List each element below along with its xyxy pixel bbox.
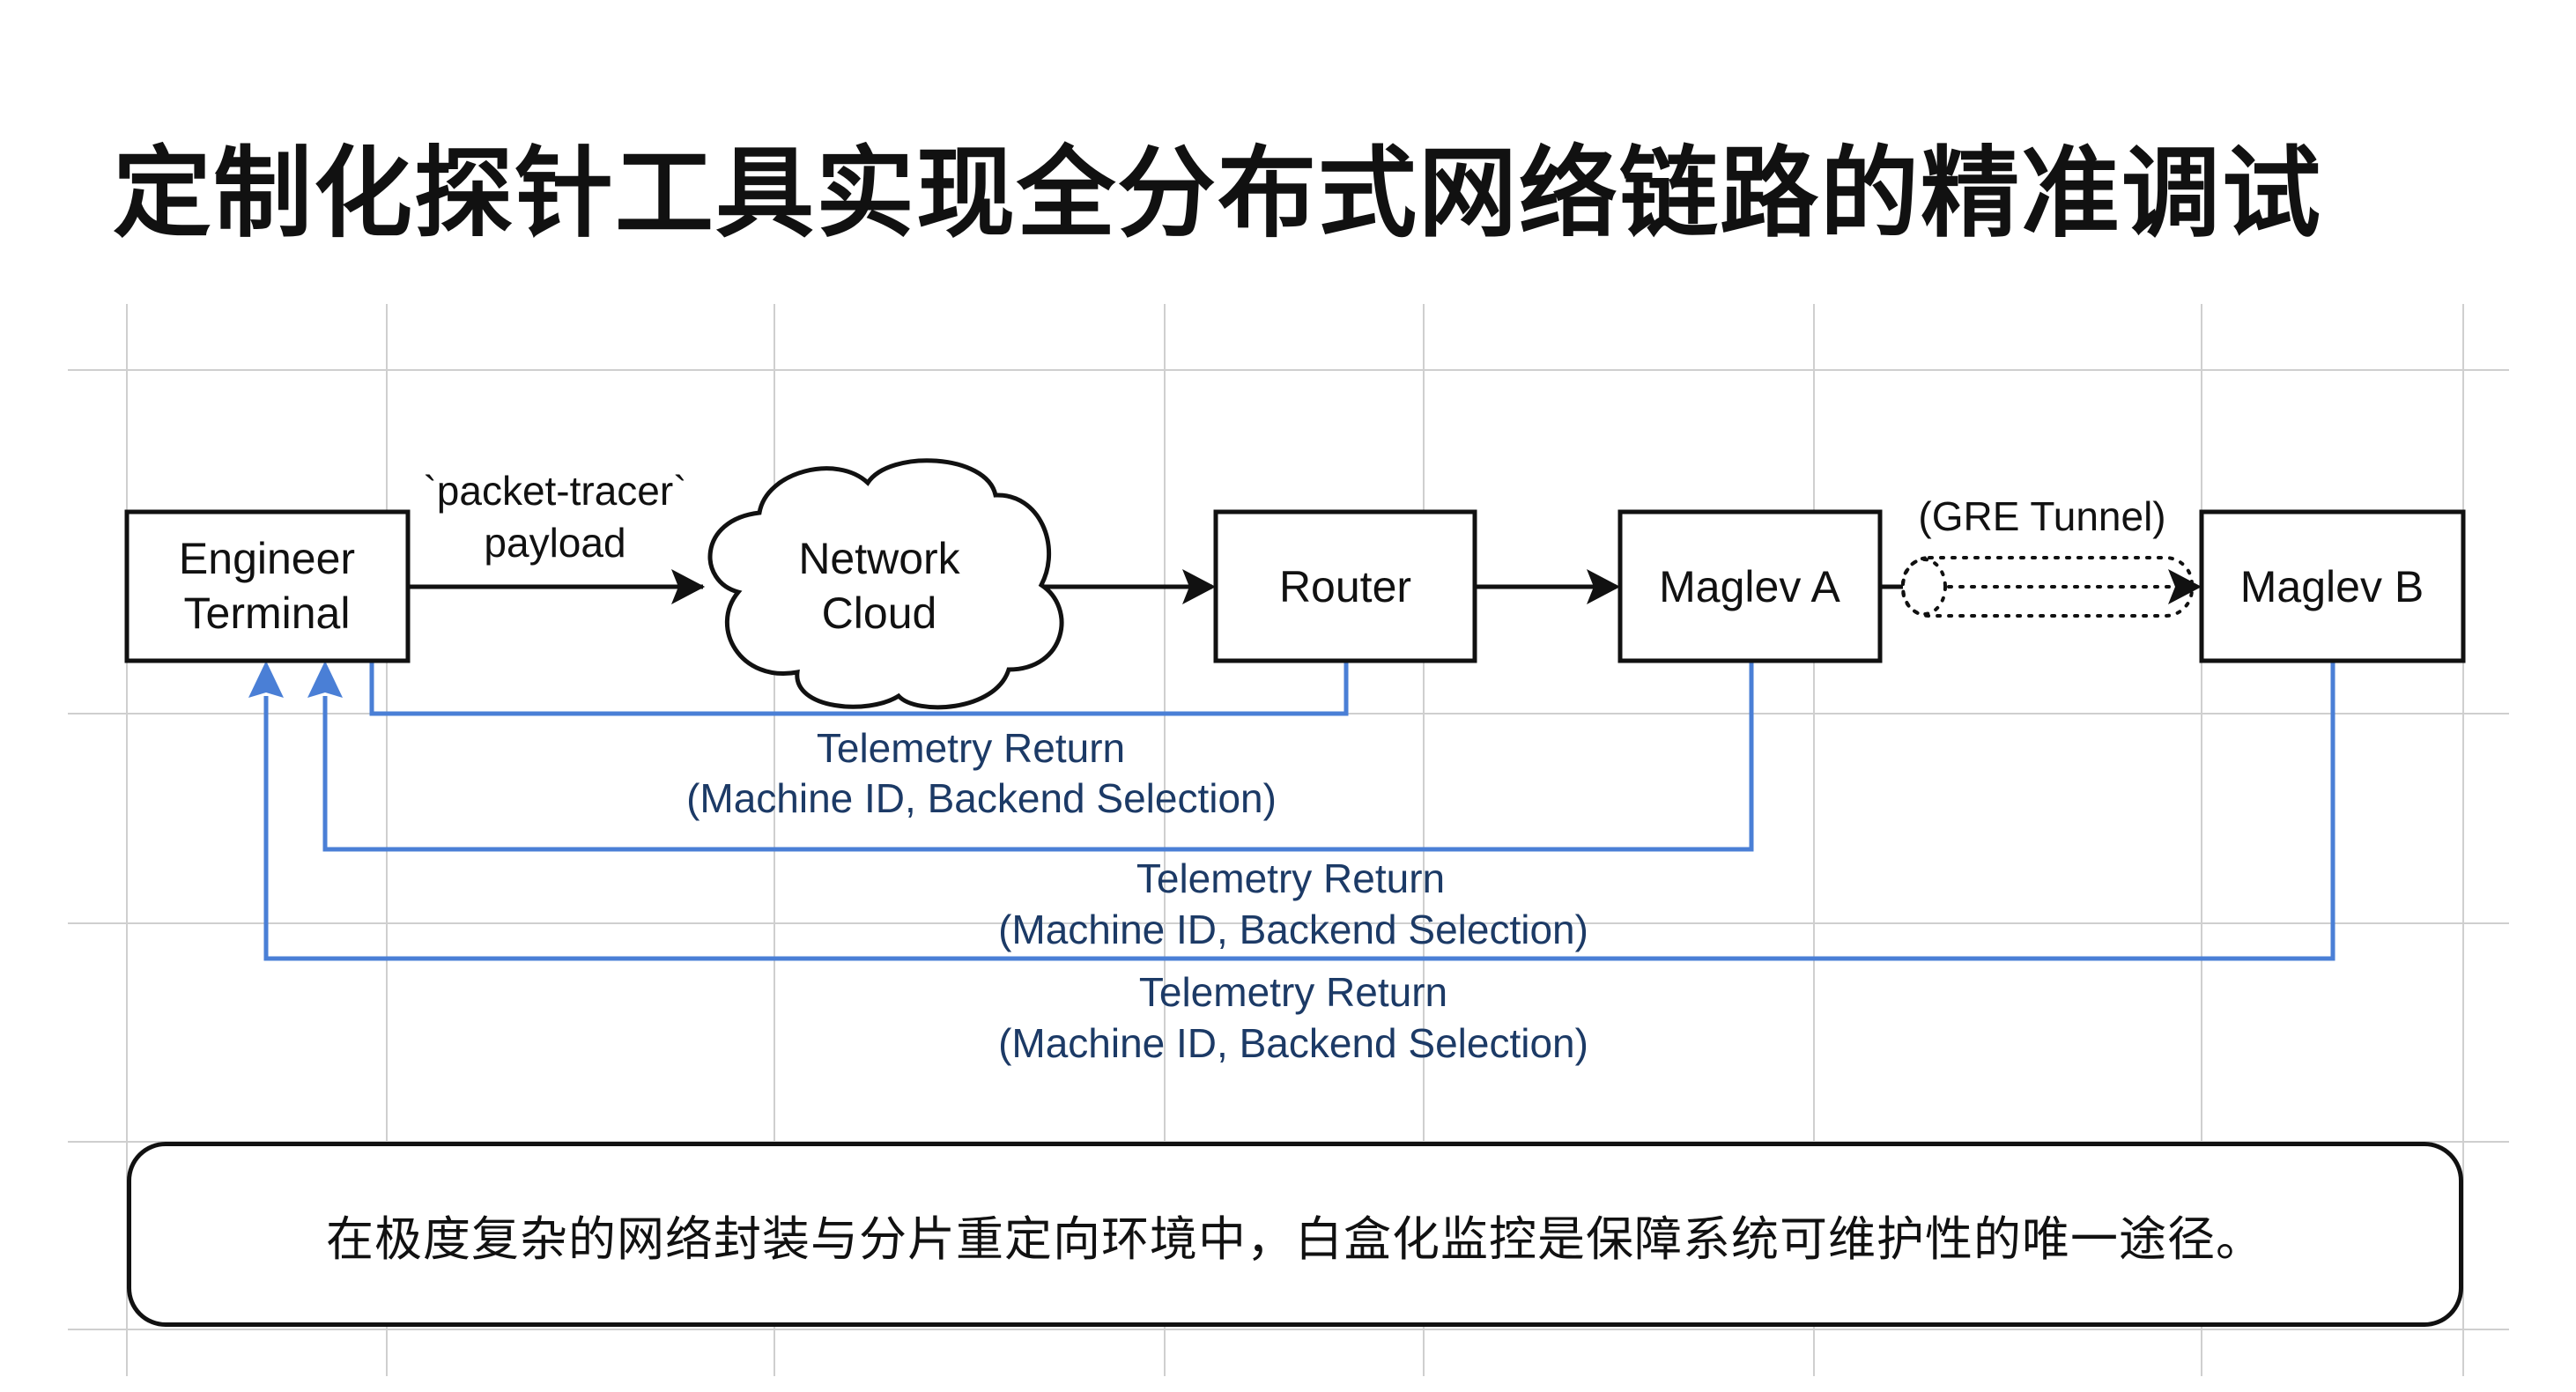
arrowhead-up-icon <box>248 661 284 698</box>
node-label: Engineer <box>179 534 355 583</box>
telemetry-line <box>369 661 1349 716</box>
node-network-cloud[interactable]: Network Cloud <box>707 458 1064 710</box>
node-maglev-b[interactable]: Maglev B <box>2199 509 2466 663</box>
telemetry-label-line2: (Machine ID, Backend Selection) <box>686 775 1277 821</box>
telemetry-label-line1: Telemetry Return <box>817 725 1125 771</box>
gre-tunnel: (GRE Tunnel) <box>1880 493 2202 618</box>
node-label: Router <box>1279 562 1411 611</box>
node-label: Network <box>798 534 960 583</box>
conclusion-text: 在极度复杂的网络封装与分片重定向环境中，白盒化监控是保障系统可维护性的唯一途径。 <box>326 1211 2264 1267</box>
payload-label-line1: `packet-tracer` <box>423 468 686 514</box>
telemetry-return-maglev-b <box>248 661 2335 961</box>
payload-label-line2: payload <box>484 520 625 566</box>
telemetry-return-router <box>369 661 1349 716</box>
conclusion-callout: 在极度复杂的网络封装与分片重定向环境中，白盒化监控是保障系统可维护性的唯一途径。 <box>127 1142 2463 1327</box>
tunnel-label: (GRE Tunnel) <box>1918 493 2165 539</box>
telemetry-return-maglev-a <box>307 661 1754 852</box>
tunnel-cylinder <box>1901 556 2194 618</box>
slide-title: 定制化探针工具实现全分布式网络链路的精准调试 <box>113 137 2322 251</box>
telemetry-label-line1: Telemetry Return <box>1139 969 1447 1015</box>
arrowhead-right-icon <box>1182 569 1216 604</box>
telemetry-line <box>322 661 1754 852</box>
node-label: Cloud <box>822 589 937 638</box>
arrowhead-right-icon <box>671 569 705 604</box>
tunnel-cylinder-end <box>1901 558 1947 616</box>
node-router[interactable]: Router <box>1213 509 1477 663</box>
node-label: Maglev B <box>2240 562 2424 611</box>
telemetry-label-line2: (Machine ID, Backend Selection) <box>998 907 1588 952</box>
arrowhead-right-icon <box>2168 569 2202 604</box>
node-maglev-a[interactable]: Maglev A <box>1617 509 1883 663</box>
node-label: Maglev A <box>1659 562 1840 611</box>
arrowhead-up-icon <box>307 661 343 698</box>
telemetry-label-line2: (Machine ID, Backend Selection) <box>998 1020 1588 1066</box>
cloud-icon <box>707 458 1064 710</box>
arrowhead-right-icon <box>1587 569 1620 604</box>
telemetry-label-line1: Telemetry Return <box>1136 855 1445 901</box>
telemetry-line <box>263 661 2335 961</box>
node-label: Terminal <box>184 589 351 638</box>
node-engineer-terminal[interactable]: Engineer Terminal <box>124 509 411 663</box>
